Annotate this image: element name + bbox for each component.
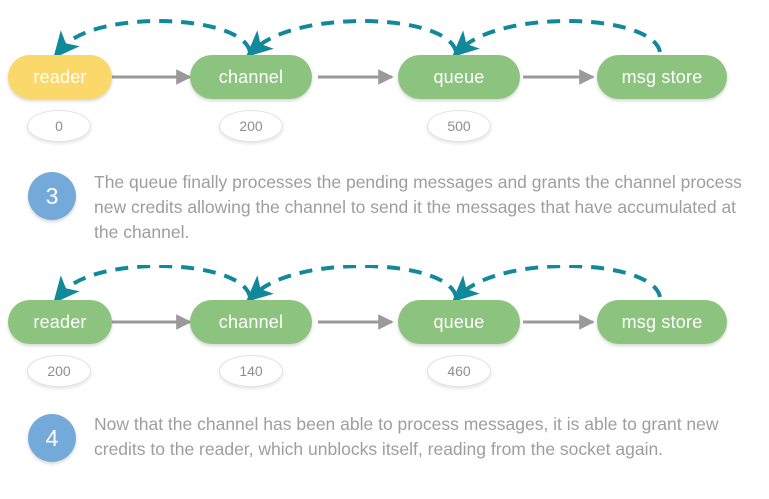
node-queue[interactable]: queue <box>398 300 520 344</box>
node-label: channel <box>218 311 284 332</box>
step-number-text: 4 <box>45 424 59 451</box>
credit-value-text: 0 <box>55 118 63 134</box>
node-queue[interactable]: queue <box>398 55 520 99</box>
credit-value-text: 500 <box>447 118 471 134</box>
node-channel[interactable]: channel <box>190 300 312 344</box>
credit-arc-queue-to-channel <box>245 19 458 58</box>
node-reader[interactable]: reader <box>8 300 112 344</box>
node-label: queue <box>433 66 485 87</box>
step-number-badge: 4 <box>28 414 76 462</box>
step-number-badge: 3 <box>28 172 76 220</box>
step-block-4: 4 Now that the channel has been able to … <box>28 412 758 462</box>
step-description: Now that the channel has been able to pr… <box>94 414 719 459</box>
credit-value-channel: 140 <box>219 355 283 387</box>
credit-arc-channel-to-reader <box>53 265 252 304</box>
diagram-row-2: reader channel queue msg store 200 140 4… <box>0 265 769 415</box>
node-label: msg store <box>621 66 703 87</box>
credit-arc-channel-to-reader <box>53 19 252 59</box>
node-msg-store[interactable]: msg store <box>597 55 727 99</box>
credit-value-text: 200 <box>239 118 263 134</box>
node-label: queue <box>433 311 485 332</box>
credit-value-queue: 460 <box>427 355 491 387</box>
credit-arc-msgstore-to-queue <box>451 19 662 58</box>
node-channel[interactable]: channel <box>190 55 312 99</box>
node-reader[interactable]: reader <box>8 55 112 99</box>
credit-value-reader: 0 <box>27 110 91 142</box>
step-description: The queue finally processes the pending … <box>94 172 742 242</box>
node-msg-store[interactable]: msg store <box>597 300 727 344</box>
diagram-row-1: reader channel queue msg store 0 200 500 <box>0 0 769 150</box>
credit-value-text: 140 <box>239 363 263 379</box>
node-label: channel <box>218 66 284 87</box>
node-label: reader <box>33 311 87 332</box>
credit-arc-queue-to-channel <box>245 265 458 303</box>
credit-value-channel: 200 <box>219 110 283 142</box>
credit-value-reader: 200 <box>27 355 91 387</box>
credit-arc-msgstore-to-queue <box>451 265 662 303</box>
step-number-text: 3 <box>45 182 59 209</box>
credit-value-text: 460 <box>447 363 471 379</box>
step-block-3: 3 The queue finally processes the pendin… <box>28 170 758 245</box>
node-label: msg store <box>621 311 703 332</box>
credit-value-queue: 500 <box>427 110 491 142</box>
node-label: reader <box>33 66 87 87</box>
credit-value-text: 200 <box>47 363 71 379</box>
